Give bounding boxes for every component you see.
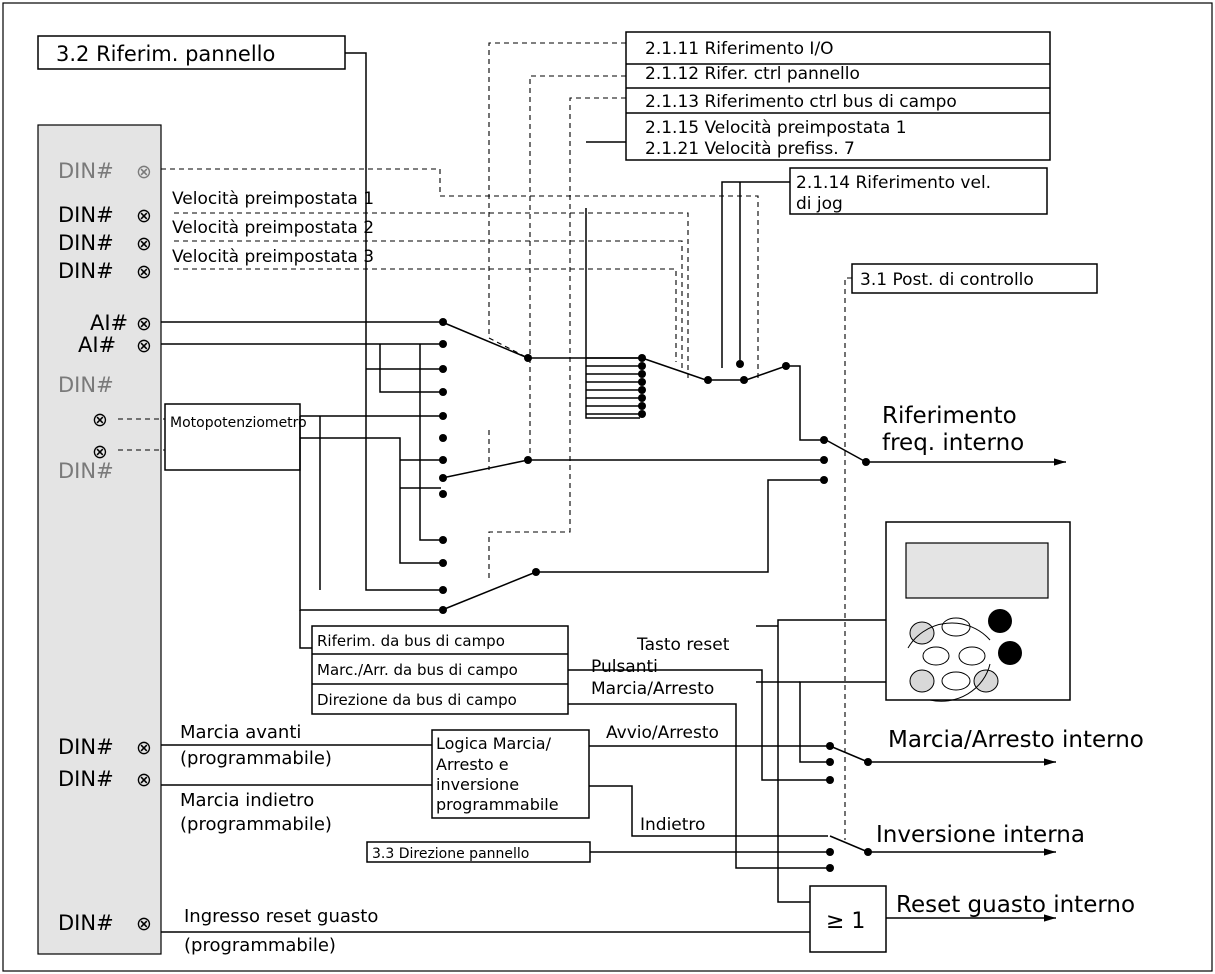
rev-label-2: (programmabile)	[180, 814, 332, 835]
din-label-4: DIN#	[58, 259, 114, 283]
reset-output-label: Reset guasto interno	[896, 892, 1135, 918]
fieldbus-direction: Direzione da bus di campo	[317, 691, 517, 709]
reset-in-label-1: Ingresso reset guasto	[184, 906, 378, 927]
din-terminal-1: ⊗	[136, 161, 152, 183]
freq-ref-out-line2: freq. interno	[882, 430, 1024, 456]
keypad-buttons	[907, 609, 1022, 702]
param-ref-2-1-12: 2.1.12 Rifer. ctrl pannello	[645, 64, 860, 84]
fwd-label-1: Marcia avanti	[180, 722, 301, 743]
ai-terminal-1: ⊗	[136, 313, 152, 335]
panel-reference-label: 3.2 Riferim. pannello	[56, 42, 275, 66]
reference-wiring	[161, 141, 824, 649]
dashed-control-lines	[161, 42, 852, 840]
din-terminal-4: ⊗	[136, 261, 152, 283]
din-label-reset: DIN#	[58, 911, 114, 935]
keypad-buttons-label: Pulsanti	[591, 657, 658, 677]
keypad-display	[905, 542, 1049, 599]
run-output-label: Marcia/Arresto interno	[888, 727, 1144, 753]
panel-direction-box	[366, 841, 591, 863]
rev-output-label: Inversione interna	[876, 822, 1085, 848]
panel-direction-label: 3.3 Direzione pannello	[372, 846, 529, 862]
din-terminal-reset: ⊗	[136, 913, 152, 935]
fwd-label-2: (programmabile)	[180, 748, 332, 769]
motopot-label: Motopotenziometro	[170, 415, 307, 431]
din-terminal-2: ⊗	[136, 205, 152, 227]
preset-speed-3: Velocità preimpostata 3	[172, 247, 374, 267]
keypad-reset-key: Tasto reset	[636, 635, 730, 655]
din-label-2: DIN#	[58, 203, 114, 227]
param-ref-2-1-15: 2.1.15 Velocità preimpostata 1	[645, 118, 907, 138]
din-terminal-5: ⊗	[92, 409, 108, 431]
control-place-box	[851, 263, 1098, 294]
ai-label-1: AI#	[90, 311, 128, 335]
fieldbus-ref: Riferim. da bus di campo	[317, 632, 505, 650]
fieldbus-run-stop: Marc./Arr. da bus di campo	[317, 661, 518, 679]
or-gate-label: ≥ 1	[826, 909, 865, 934]
din-label-fwd: DIN#	[58, 735, 114, 759]
din-label-5: DIN#	[58, 373, 114, 397]
din-terminal-fwd: ⊗	[136, 737, 152, 759]
ai-label-2: AI#	[78, 333, 116, 357]
junction-dots	[439, 318, 872, 872]
din-terminal-6: ⊗	[92, 441, 108, 463]
preset-speed-2: Velocità preimpostata 2	[172, 218, 374, 238]
input-labels: DIN# ⊗ DIN# ⊗ DIN# ⊗ DIN# ⊗ AI# ⊗ AI# ⊗ …	[58, 159, 152, 935]
input-terminal-block	[37, 124, 162, 955]
ai-terminal-2: ⊗	[136, 335, 152, 357]
run-logic-line1: Logica Marcia/	[436, 734, 552, 753]
reverse-label: Indietro	[640, 815, 705, 835]
jog-ref-line1: 2.1.14 Riferimento vel.	[796, 173, 991, 193]
preset-speed-selector	[586, 181, 867, 463]
param-ref-2-1-11: 2.1.11 Riferimento I/O	[645, 39, 834, 59]
rev-label-1: Marcia indietro	[180, 790, 314, 811]
keypad-wiring	[568, 619, 886, 903]
din-label-3: DIN#	[58, 231, 114, 255]
motopot-box	[164, 403, 301, 471]
run-wiring	[161, 744, 869, 933]
panel-reference-box	[37, 35, 346, 70]
control-place-label: 3.1 Post. di controllo	[860, 270, 1034, 290]
din-label-rev: DIN#	[58, 767, 114, 791]
din-terminal-rev: ⊗	[136, 769, 152, 791]
preset-speed-1: Velocità preimpostata 1	[172, 189, 374, 209]
start-stop-label: Avvio/Arresto	[606, 723, 719, 743]
jog-reference-box	[789, 167, 1048, 215]
din-label-6: DIN#	[58, 459, 114, 483]
keypad-run-stop-label: Marcia/Arresto	[591, 679, 714, 699]
din-label-1: DIN#	[58, 159, 114, 183]
param-reference-box	[625, 31, 1051, 161]
din-terminal-3: ⊗	[136, 233, 152, 255]
run-logic-box	[431, 729, 590, 819]
run-logic-line2: Arresto e	[436, 755, 509, 774]
or-gate-box	[809, 885, 887, 953]
reset-in-label-2: (programmabile)	[184, 935, 336, 956]
param-ref-2-1-21: 2.1.21 Velocità prefiss. 7	[645, 139, 855, 159]
jog-ref-line2: di jog	[796, 194, 843, 214]
freq-ref-out-line1: Riferimento	[882, 403, 1017, 429]
fieldbus-box	[311, 625, 569, 715]
run-logic-line4: programmabile	[436, 795, 559, 814]
run-logic-line3: inversione	[436, 775, 519, 794]
param-ref-2-1-13: 2.1.13 Riferimento ctrl bus di campo	[645, 92, 957, 112]
